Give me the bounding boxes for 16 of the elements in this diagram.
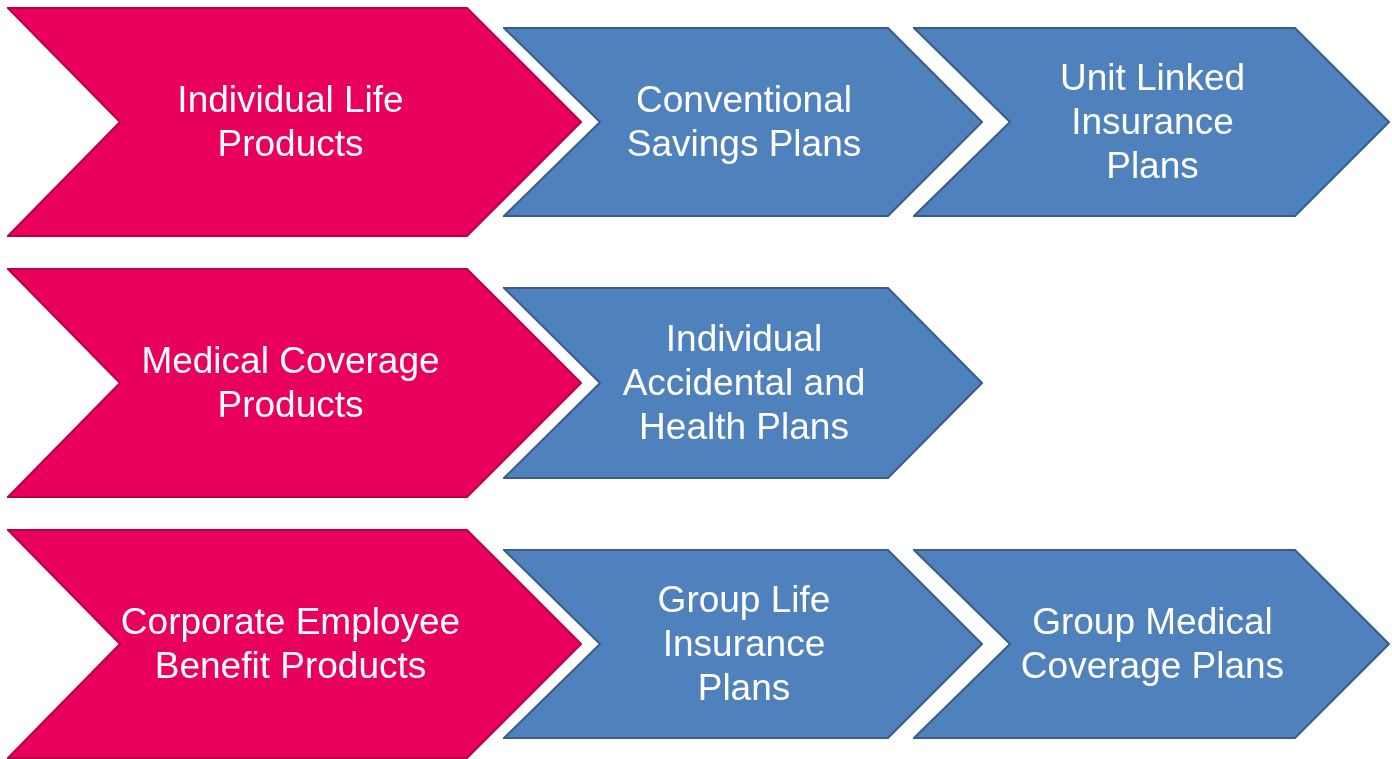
node-text: Conventional Savings Plans [625,78,863,166]
node-text: Corporate Employee Benefit Products [119,600,462,688]
node-text: Group Medical Coverage Plans [1019,600,1286,688]
node-text: Unit Linked Insurance Plans [1058,56,1247,188]
node-text: Medical Coverage Products [140,339,441,427]
chevron-shape [7,7,582,237]
chevron-shape [913,27,1390,217]
node-text: Individual Accidental and Health Plans [621,317,867,449]
chevron-shape [7,268,582,498]
node-text: Individual Life Products [176,78,405,166]
chevron-shape [503,27,983,217]
chevron-shape [503,287,983,479]
chevron-shape [913,549,1390,739]
chevron-shape [503,549,983,739]
node-text: Group Life Insurance Plans [656,578,832,710]
chevron-shape [7,529,582,759]
